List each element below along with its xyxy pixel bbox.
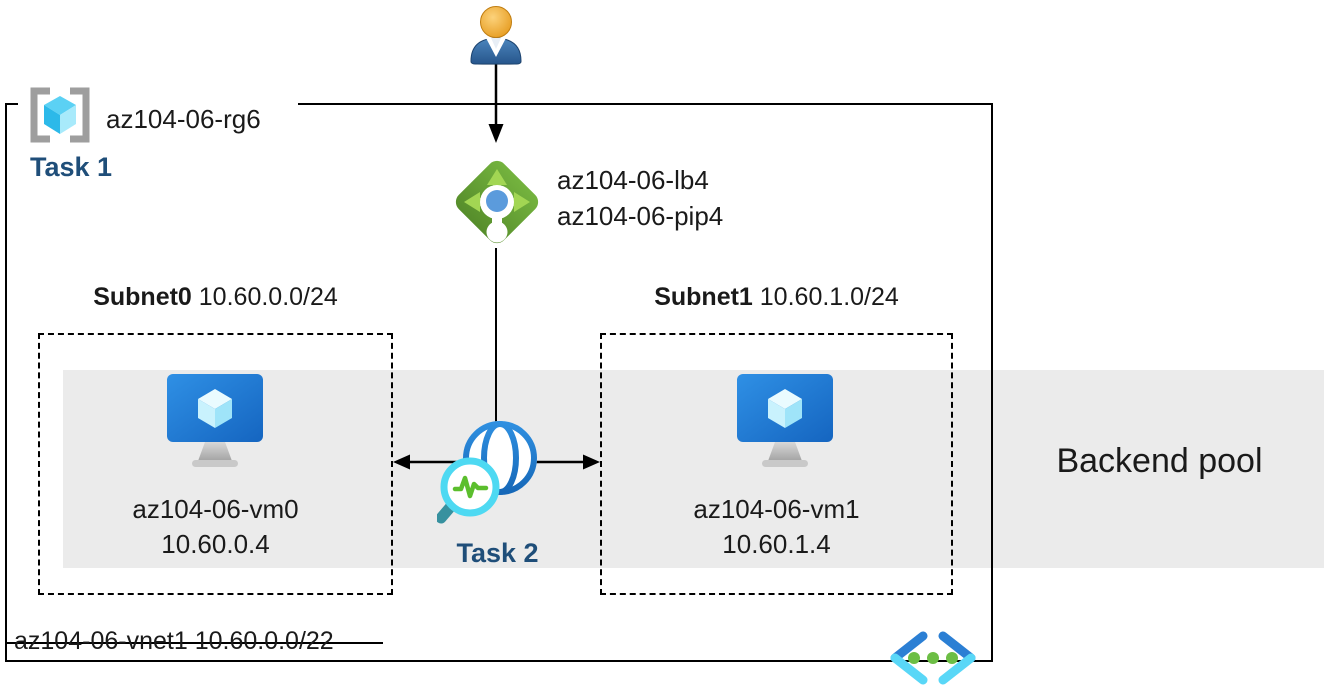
public-ip-label: az104-06-pip4	[557, 201, 724, 231]
virtual-machine-icon-vm0	[167, 374, 263, 467]
lb-to-globe-connector-line	[495, 248, 497, 462]
task1-label: Task 1	[30, 152, 113, 182]
subnet0-name: Subnet0	[93, 283, 192, 311]
load-balancer-icon	[455, 160, 539, 244]
subnet1-name: Subnet1	[654, 283, 753, 311]
task2-label: Task 2	[456, 538, 539, 568]
virtual-machine-icon-vm1	[737, 374, 833, 467]
vnet-cidr: 10.60.0.0/22	[194, 627, 334, 655]
backend-pool-label: Backend pool	[1056, 442, 1263, 480]
vm1-name: az104-06-vm1	[693, 494, 860, 524]
subnet0-box	[38, 333, 393, 595]
backend-pool-band	[63, 370, 1324, 568]
vnet-box-edge-line	[5, 642, 383, 644]
subnet1-box	[600, 333, 953, 595]
subnet0-cidr: 10.60.0.0/24	[198, 283, 338, 311]
virtual-network-icon	[890, 631, 976, 685]
resource-group-label: az104-06-rg6	[106, 104, 261, 134]
subnet1-cidr: 10.60.1.0/24	[759, 283, 899, 311]
vnet-label: az104-06-vnet1 10.60.0.0/22	[14, 627, 334, 656]
vm0-ip: 10.60.0.4	[161, 529, 270, 559]
vm0-name: az104-06-vm0	[132, 494, 299, 524]
user-icon	[470, 6, 522, 65]
subnet0-label: Subnet0 10.60.0.0/24	[38, 283, 393, 312]
vm1-ip: 10.60.1.4	[722, 529, 831, 559]
globe-magnifier-icon	[437, 421, 537, 524]
resource-group-icon	[30, 87, 90, 143]
vnet-name: az104-06-vnet1	[14, 627, 188, 655]
subnet1-label: Subnet1 10.60.1.0/24	[600, 283, 953, 312]
user-to-lb-arrow	[488, 64, 504, 143]
resource-group-box	[5, 103, 993, 662]
load-balancer-label: az104-06-lb4	[557, 165, 709, 195]
